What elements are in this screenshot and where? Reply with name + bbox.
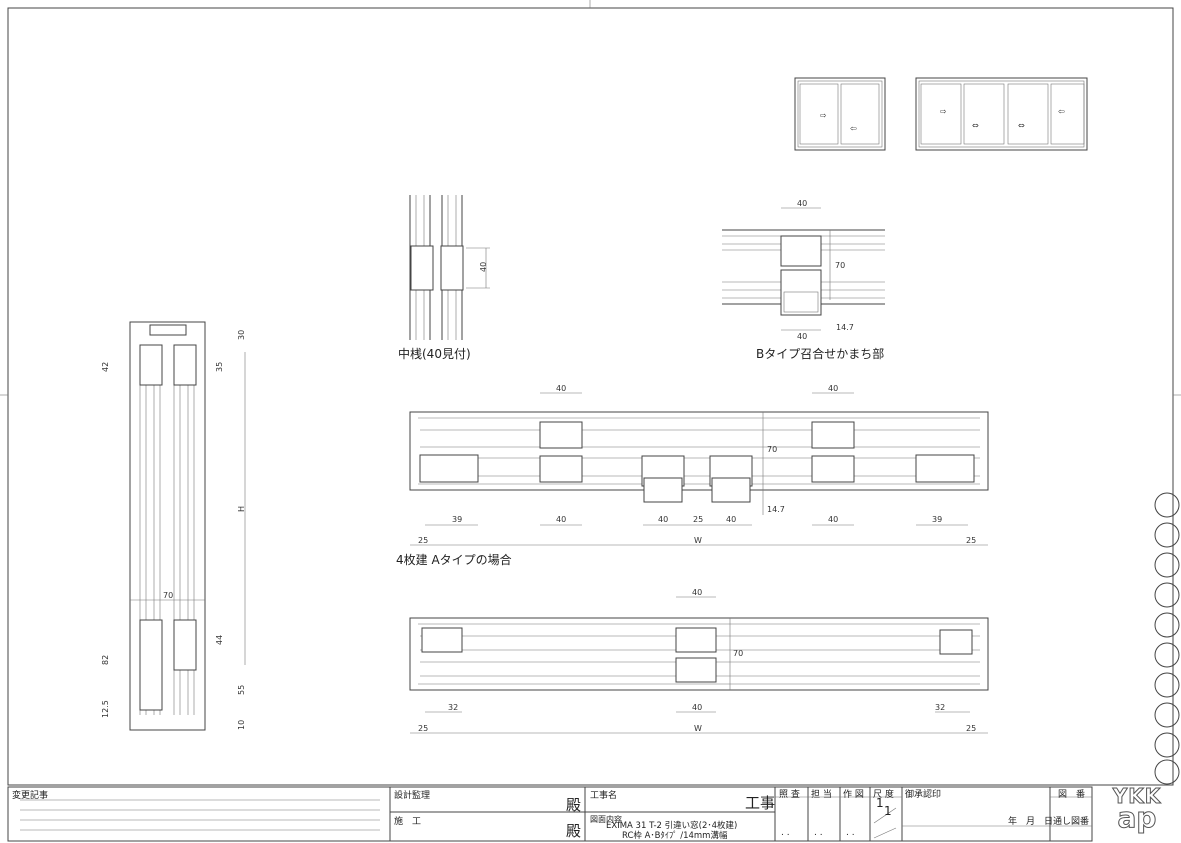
- svg-text:40: 40: [556, 515, 566, 524]
- btype-caption: Bタイプ召合せかまち部: [756, 346, 884, 361]
- svg-text:W: W: [694, 724, 702, 733]
- check-dots: . .: [781, 828, 790, 838]
- svg-text:25: 25: [966, 536, 976, 545]
- scale-numerator: 1: [876, 796, 884, 810]
- revision-label: 変更記事: [12, 791, 49, 801]
- date-label: 年 月 日: [1008, 817, 1054, 827]
- svg-text:42: 42: [101, 362, 110, 372]
- svg-text:44: 44: [215, 635, 224, 645]
- svg-text:32: 32: [935, 703, 945, 712]
- svg-text:14.7: 14.7: [767, 505, 785, 514]
- two-panel-section: 40 32 40 32 70 25 W 25: [409, 588, 989, 734]
- drawing-content-label: 図面内容: [590, 815, 622, 824]
- logo-top: YKK: [1112, 784, 1162, 808]
- svg-text:25: 25: [693, 515, 703, 524]
- svg-text:⇔: ⇔: [972, 121, 979, 130]
- project-suffix: 工事: [745, 794, 776, 812]
- arrow-right-icon: ⇨: [820, 111, 827, 120]
- atype-caption: 4枚建 Aタイプの場合: [396, 552, 512, 567]
- svg-text:⇔: ⇔: [1018, 121, 1025, 130]
- title-block-grid: [7, 786, 1093, 842]
- scale-label: 尺 度: [873, 790, 894, 800]
- svg-text:40: 40: [828, 384, 838, 393]
- construction-label: 施 工: [394, 817, 422, 827]
- svg-text:39: 39: [452, 515, 462, 524]
- mullion-detail: 40 中桟(40見付): [398, 195, 490, 361]
- svg-text:H: H: [237, 506, 246, 512]
- svg-text:30: 30: [237, 330, 246, 340]
- svg-text:25: 25: [418, 536, 428, 545]
- elevation-2-panel: ⇨ ⇦: [794, 77, 886, 151]
- svg-text:39: 39: [932, 515, 942, 524]
- check-label: 照 査: [779, 790, 800, 800]
- svg-text:W: W: [694, 536, 702, 545]
- svg-text:40: 40: [828, 515, 838, 524]
- mullion-caption: 中桟(40見付): [398, 346, 471, 361]
- charge-label: 担 当: [811, 790, 832, 800]
- drawing-number-label: 図 番: [1058, 790, 1086, 800]
- svg-text:40: 40: [797, 199, 807, 208]
- charge-dots: . .: [814, 828, 823, 838]
- svg-text:25: 25: [966, 724, 976, 733]
- ykk-ap-logo: YKK ap: [1095, 784, 1179, 834]
- binder-holes: [1154, 492, 1180, 785]
- atype-4-panel-section: 40 40 39 40 40 25 40 40 39 70 14.7 25 W …: [396, 384, 989, 567]
- svg-text:70: 70: [733, 649, 743, 658]
- svg-text:40: 40: [658, 515, 668, 524]
- drawing-content-line1: EXIMA 31 T-2 引違い窓(2･4枚建): [606, 821, 738, 831]
- scale-denominator: 1: [884, 804, 892, 818]
- drawing-content-line2: RC枠 A･Bﾀｲﾌﾟ /14mm溝幅: [622, 831, 728, 841]
- approval-label: 御承認印: [905, 790, 942, 800]
- svg-text:40: 40: [556, 384, 566, 393]
- design-supervision-label: 設計監理: [394, 791, 431, 801]
- svg-text:12.5: 12.5: [101, 700, 110, 718]
- arrow-left-icon: ⇦: [850, 124, 857, 133]
- svg-text:40: 40: [797, 332, 807, 341]
- svg-text:70: 70: [835, 261, 845, 270]
- svg-text:10: 10: [237, 720, 246, 730]
- svg-text:40: 40: [479, 262, 488, 272]
- btype-meeting-stile-detail: 40 40 70 14.7 Bタイプ召合せかまち部: [722, 199, 885, 361]
- dono-1: 殿: [566, 796, 582, 814]
- svg-text:32: 32: [448, 703, 458, 712]
- elevation-4-panel: ⇨ ⇔ ⇔ ⇦: [915, 77, 1088, 151]
- svg-text:35: 35: [215, 362, 224, 372]
- vertical-section: 30 42 35 H 70 82 44 55 12.5 10: [101, 321, 246, 731]
- svg-text:⇨: ⇨: [940, 107, 947, 116]
- sheet-border: [7, 7, 1174, 786]
- svg-text:82: 82: [101, 655, 110, 665]
- svg-text:40: 40: [726, 515, 736, 524]
- svg-text:55: 55: [237, 685, 246, 695]
- serial-number-label: 通し図番: [1053, 817, 1090, 827]
- svg-text:70: 70: [767, 445, 777, 454]
- svg-text:⇦: ⇦: [1058, 107, 1065, 116]
- dono-2: 殿: [566, 822, 582, 840]
- svg-text:14.7: 14.7: [836, 323, 854, 332]
- svg-text:25: 25: [418, 724, 428, 733]
- project-name-label: 工事名: [590, 791, 618, 801]
- svg-text:40: 40: [692, 588, 702, 597]
- logo-bottom: ap: [1117, 801, 1157, 834]
- svg-text:40: 40: [692, 703, 702, 712]
- draft-dots: . .: [846, 828, 855, 838]
- draft-label: 作 図: [843, 790, 864, 800]
- svg-text:70: 70: [163, 591, 173, 600]
